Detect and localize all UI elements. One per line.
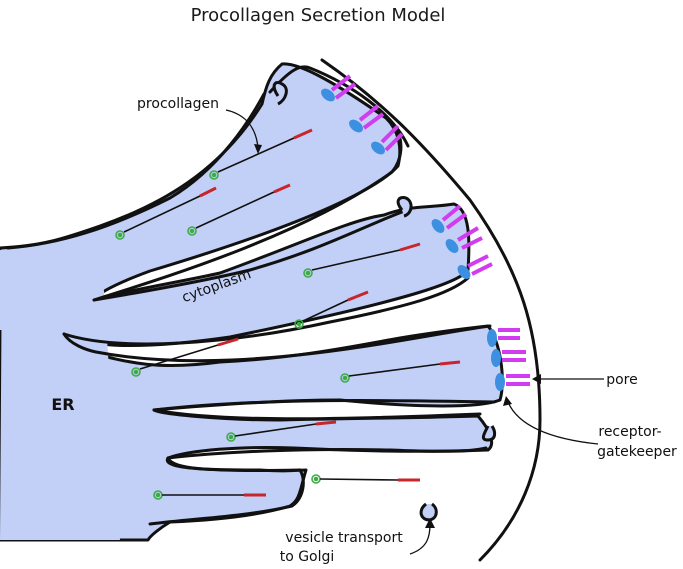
receptor-label-line2: gatekeeper xyxy=(597,444,677,460)
vesicle-arrow xyxy=(409,523,431,555)
procollagen-molecule xyxy=(226,420,337,442)
vesicle-bud xyxy=(481,425,497,442)
receptor-arrow xyxy=(507,401,599,445)
receptor xyxy=(495,373,505,391)
procollagen-molecule xyxy=(340,360,461,383)
er-label: ER xyxy=(51,395,74,414)
vesicle-buds xyxy=(272,81,497,522)
receptor xyxy=(371,141,385,155)
receptor xyxy=(349,119,363,133)
procollagen-molecule xyxy=(115,186,217,240)
procollagen-molecule xyxy=(311,474,420,484)
er-lumen-background xyxy=(0,230,150,540)
diagram-title: Procollagen Secretion Model xyxy=(191,5,446,26)
procollagen-molecules xyxy=(115,128,461,500)
er-left-edge xyxy=(0,250,34,330)
receptor xyxy=(431,219,445,233)
receptor xyxy=(445,239,459,253)
procollagen-molecule xyxy=(209,128,313,180)
procollagen-molecule xyxy=(187,183,291,236)
procollagen-molecule xyxy=(294,290,369,329)
cell-outer-boundary xyxy=(320,58,542,562)
vesicle-bud xyxy=(396,196,413,218)
receptor xyxy=(487,329,497,347)
pore-group-bottom xyxy=(487,328,530,391)
procollagen-label: procollagen xyxy=(137,96,219,112)
pore-group-middle xyxy=(431,204,493,279)
pore-label: pore xyxy=(606,372,638,388)
vesicle-label-line2: to Golgi xyxy=(280,549,335,565)
procollagen-arrow xyxy=(225,109,259,149)
procollagen-molecule xyxy=(153,490,266,500)
pore-group-top xyxy=(321,74,404,155)
receptor xyxy=(321,88,335,102)
procollagen-molecule xyxy=(303,242,421,278)
er-exit-boundary xyxy=(268,65,410,148)
vesicle-bud xyxy=(419,502,438,522)
procollagen-molecule xyxy=(131,337,239,377)
receptor xyxy=(457,265,471,279)
receptor-label-line1: receptor- xyxy=(598,424,661,440)
vesicle-bud xyxy=(272,81,288,106)
vesicle-label-line1: vesicle transport xyxy=(285,530,403,546)
receptor xyxy=(491,349,501,367)
arrowheads xyxy=(254,144,541,528)
er-finger-outlines xyxy=(6,92,496,526)
